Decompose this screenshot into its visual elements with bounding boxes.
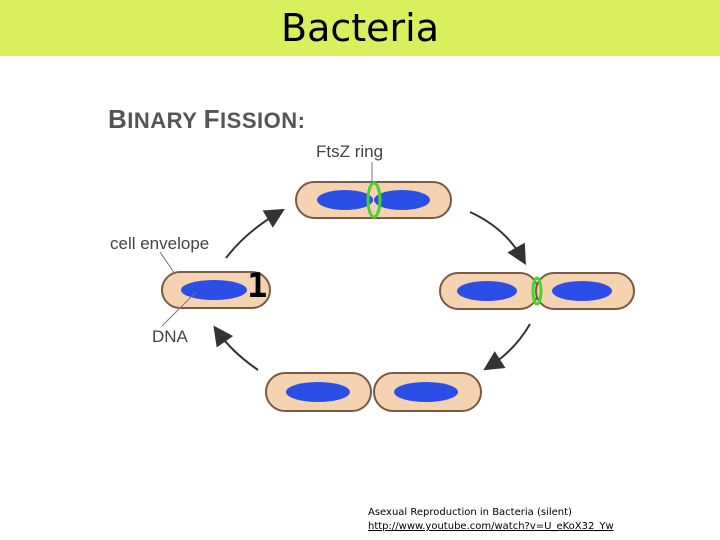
video-link[interactable]: http://www.youtube.com/watch?v=U_eKoX32_… — [368, 521, 614, 532]
top-cell — [295, 181, 452, 219]
cycle-arrow — [213, 325, 259, 371]
heading-part-2: ISSION: — [220, 108, 306, 133]
step-number: 1 — [247, 266, 268, 306]
heading-part-1: INARY — [127, 108, 204, 133]
caption: Asexual Reproduction in Bacteria (silent… — [368, 506, 614, 534]
dna-shape — [317, 190, 373, 210]
cycle-arrow — [469, 211, 526, 265]
bottom-cells — [265, 372, 482, 412]
dna-pointer-line — [161, 291, 197, 327]
heading-initial-b: B — [108, 104, 128, 134]
dna-shape — [552, 281, 612, 301]
slide-title: Bacteria — [281, 6, 439, 50]
cycle-arrow — [225, 208, 285, 259]
dna-label: DNA — [152, 327, 188, 346]
diagram-heading: BINARY FISSION: — [108, 104, 305, 135]
dna-shape — [181, 280, 247, 300]
cycle-arrow — [483, 323, 531, 371]
envelope-pointer-line — [159, 251, 176, 275]
right-cell — [439, 272, 635, 310]
caption-text: Asexual Reproduction in Bacteria (silent… — [368, 507, 572, 518]
ftsz-ring-shape — [531, 276, 543, 306]
dna-shape — [394, 382, 458, 402]
dna-shape — [286, 382, 350, 402]
dna-shape — [374, 190, 430, 210]
cell-envelope-label: cell envelope — [110, 234, 210, 253]
heading-initial-f: F — [203, 104, 221, 134]
dna-shape — [457, 281, 517, 301]
title-bar: Bacteria — [0, 0, 720, 56]
ftsz-ring-label: FtsZ ring — [316, 142, 384, 161]
ftsz-ring-shape — [366, 181, 382, 219]
